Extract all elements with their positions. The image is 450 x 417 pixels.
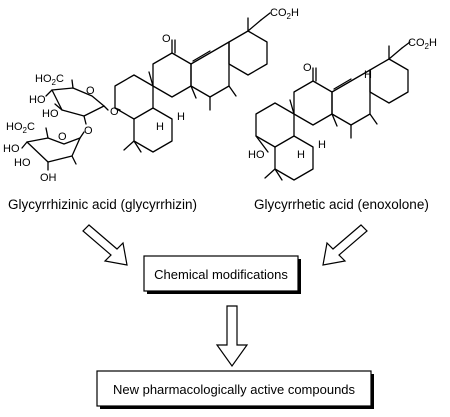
right-ring-a <box>274 135 314 181</box>
left-acid-bond <box>260 12 271 21</box>
left-ketone-bond <box>171 39 176 54</box>
right-co2h-label: CO2H <box>408 37 437 51</box>
sugar-1-ring <box>51 87 105 117</box>
right-ene-bond <box>333 78 352 90</box>
sugar-1-bonds <box>45 79 109 111</box>
left-ketone-o: O <box>162 33 171 45</box>
right-ketone-o: O <box>303 62 312 74</box>
arrow-down <box>215 305 249 368</box>
right-ring-e <box>369 58 409 104</box>
box-new-compounds <box>96 370 372 407</box>
right-ring-c <box>293 80 333 126</box>
sugar-2-ring-o: O <box>58 131 67 143</box>
sugar-2-ho2c: HO2C <box>6 121 35 135</box>
right-methyls <box>264 45 403 181</box>
right-h-5: H <box>297 149 305 161</box>
sugar-1-ho2c: HO2C <box>35 73 64 87</box>
right-ho: HO <box>248 149 265 161</box>
left-ene-bond <box>192 50 211 62</box>
arrow-left-diagonal <box>82 224 128 266</box>
left-ring-c <box>152 52 192 98</box>
glycyrrhizin-name: Glycyrrhizinic acid (glycyrrhizin) <box>8 197 197 212</box>
box-new-compounds-label: New pharmacologically active compounds <box>113 382 356 397</box>
left-methyls <box>123 17 262 153</box>
right-acid-bond <box>401 41 411 49</box>
sugar-2-ho-b: HO <box>14 157 31 169</box>
right-h-9: H <box>318 139 326 151</box>
arrow-right-diagonal <box>322 224 368 266</box>
sugar-1-ho-a: HO <box>29 94 46 106</box>
sugar-1-ho-b: HO <box>42 108 59 120</box>
glycyrrhetic-acid-name: Glycyrrhetic acid (enoxolone) <box>254 197 429 212</box>
left-ring-d <box>190 41 230 98</box>
left-ether-o-2: O <box>84 125 93 137</box>
right-ring-b <box>255 102 295 148</box>
sugar-2-oh: OH <box>40 172 57 184</box>
right-h-18: H <box>364 69 372 81</box>
left-h-5: H <box>156 121 164 133</box>
left-ring-a <box>133 107 173 153</box>
left-co2h-label: CO2H <box>270 7 299 21</box>
left-h-9: H <box>177 111 185 123</box>
sugar-link-bond <box>83 115 87 125</box>
left-3-o-bond <box>114 107 121 111</box>
left-ether-o-1: O <box>110 106 119 118</box>
box-chemical-modifications <box>143 255 299 292</box>
sugar-2-bonds <box>21 127 85 171</box>
glycyrrhetic-acid-structure: CO2H O HO H H H <box>248 37 437 181</box>
right-3-oh-bond <box>255 135 269 153</box>
box-chemical-modifications-label: Chemical modifications <box>154 267 288 282</box>
left-ring-b <box>114 74 154 120</box>
left-ring-e <box>228 30 268 76</box>
glycyrrhizin-structure: CO2H O H H O HO2C O HO HO O HO2C O HO HO… <box>3 7 299 184</box>
sugar-2-ho-a: HO <box>3 143 20 155</box>
sugar-2-ring <box>26 137 81 163</box>
sugar-1-ring-o: O <box>86 85 95 97</box>
right-ketone-bond <box>312 67 317 82</box>
